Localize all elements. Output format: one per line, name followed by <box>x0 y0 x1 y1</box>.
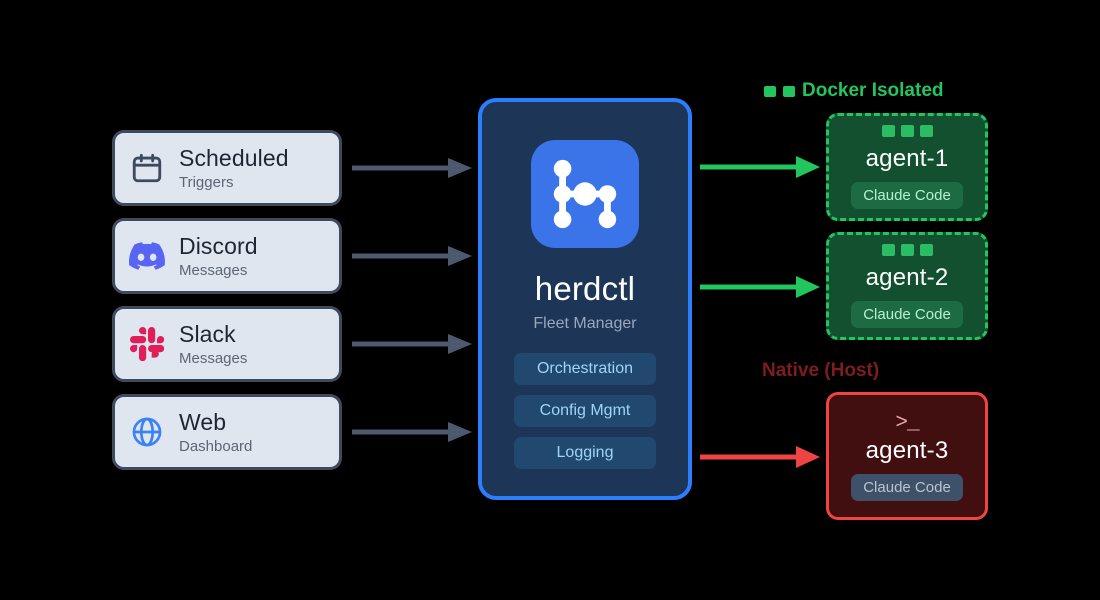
source-subtitle: Triggers <box>179 173 234 191</box>
agent-runtime-badge: Claude Code <box>851 473 963 501</box>
group-label-docker: Docker Isolated <box>764 80 944 102</box>
discord-icon <box>129 238 165 274</box>
agent-box-agent-3[interactable]: >_ agent-3 Claude Code <box>826 392 988 520</box>
arrow-hub-to-agent-1 <box>700 156 820 178</box>
capability-config-mgmt[interactable]: Config Mgmt <box>514 395 656 427</box>
source-card-web[interactable]: Web Dashboard <box>112 394 342 470</box>
group-label-native: Native (Host) <box>762 360 879 382</box>
docker-squares-icon <box>783 85 795 97</box>
group-label-text: Native (Host) <box>762 360 880 381</box>
arrow-discord-to-hub <box>352 246 472 266</box>
group-label-text: Docker Isolated <box>802 80 944 101</box>
docker-squares-icon <box>881 125 933 137</box>
capability-list: Orchestration Config Mgmt Logging <box>514 353 656 469</box>
capability-orchestration[interactable]: Orchestration <box>514 353 656 385</box>
agent-box-agent-1[interactable]: agent-1 Claude Code <box>826 113 988 221</box>
agent-name: agent-3 <box>865 436 949 464</box>
hub-title: herdctl <box>534 270 636 307</box>
arrow-hub-to-agent-2 <box>700 276 820 298</box>
source-title: Web <box>179 408 227 435</box>
source-title: Discord <box>179 232 258 259</box>
source-subtitle: Dashboard <box>179 437 253 455</box>
source-subtitle: Messages <box>179 261 248 279</box>
docker-squares-icon <box>764 85 776 97</box>
source-card-discord[interactable]: Discord Messages <box>112 218 342 294</box>
capability-logging[interactable]: Logging <box>514 437 656 469</box>
slack-icon <box>129 326 165 362</box>
source-title: Slack <box>179 320 236 347</box>
agent-runtime-badge: Claude Code <box>851 182 963 209</box>
agent-runtime-badge: Claude Code <box>851 301 963 328</box>
source-card-scheduled[interactable]: Scheduled Triggers <box>112 130 342 206</box>
source-subtitle: Messages <box>179 349 248 367</box>
globe-icon <box>129 414 165 450</box>
source-title: Scheduled <box>179 144 289 171</box>
hub-subtitle: Fleet Manager <box>533 315 637 332</box>
node-graph-icon <box>531 140 639 248</box>
arrow-hub-to-agent-3 <box>700 446 820 468</box>
arrow-web-to-hub <box>352 422 472 442</box>
calendar-icon <box>129 150 165 186</box>
arrow-scheduled-to-hub <box>352 158 472 178</box>
docker-squares-icon <box>881 244 933 256</box>
agent-box-agent-2[interactable]: agent-2 Claude Code <box>826 232 988 340</box>
arrow-slack-to-hub <box>352 334 472 354</box>
source-card-slack[interactable]: Slack Messages <box>112 306 342 382</box>
terminal-prompt-icon: >_ <box>895 411 919 435</box>
agent-name: agent-2 <box>865 264 949 291</box>
herdctl-panel[interactable]: herdctl Fleet Manager Orchestration Conf… <box>478 98 692 500</box>
agent-name: agent-1 <box>865 145 949 172</box>
